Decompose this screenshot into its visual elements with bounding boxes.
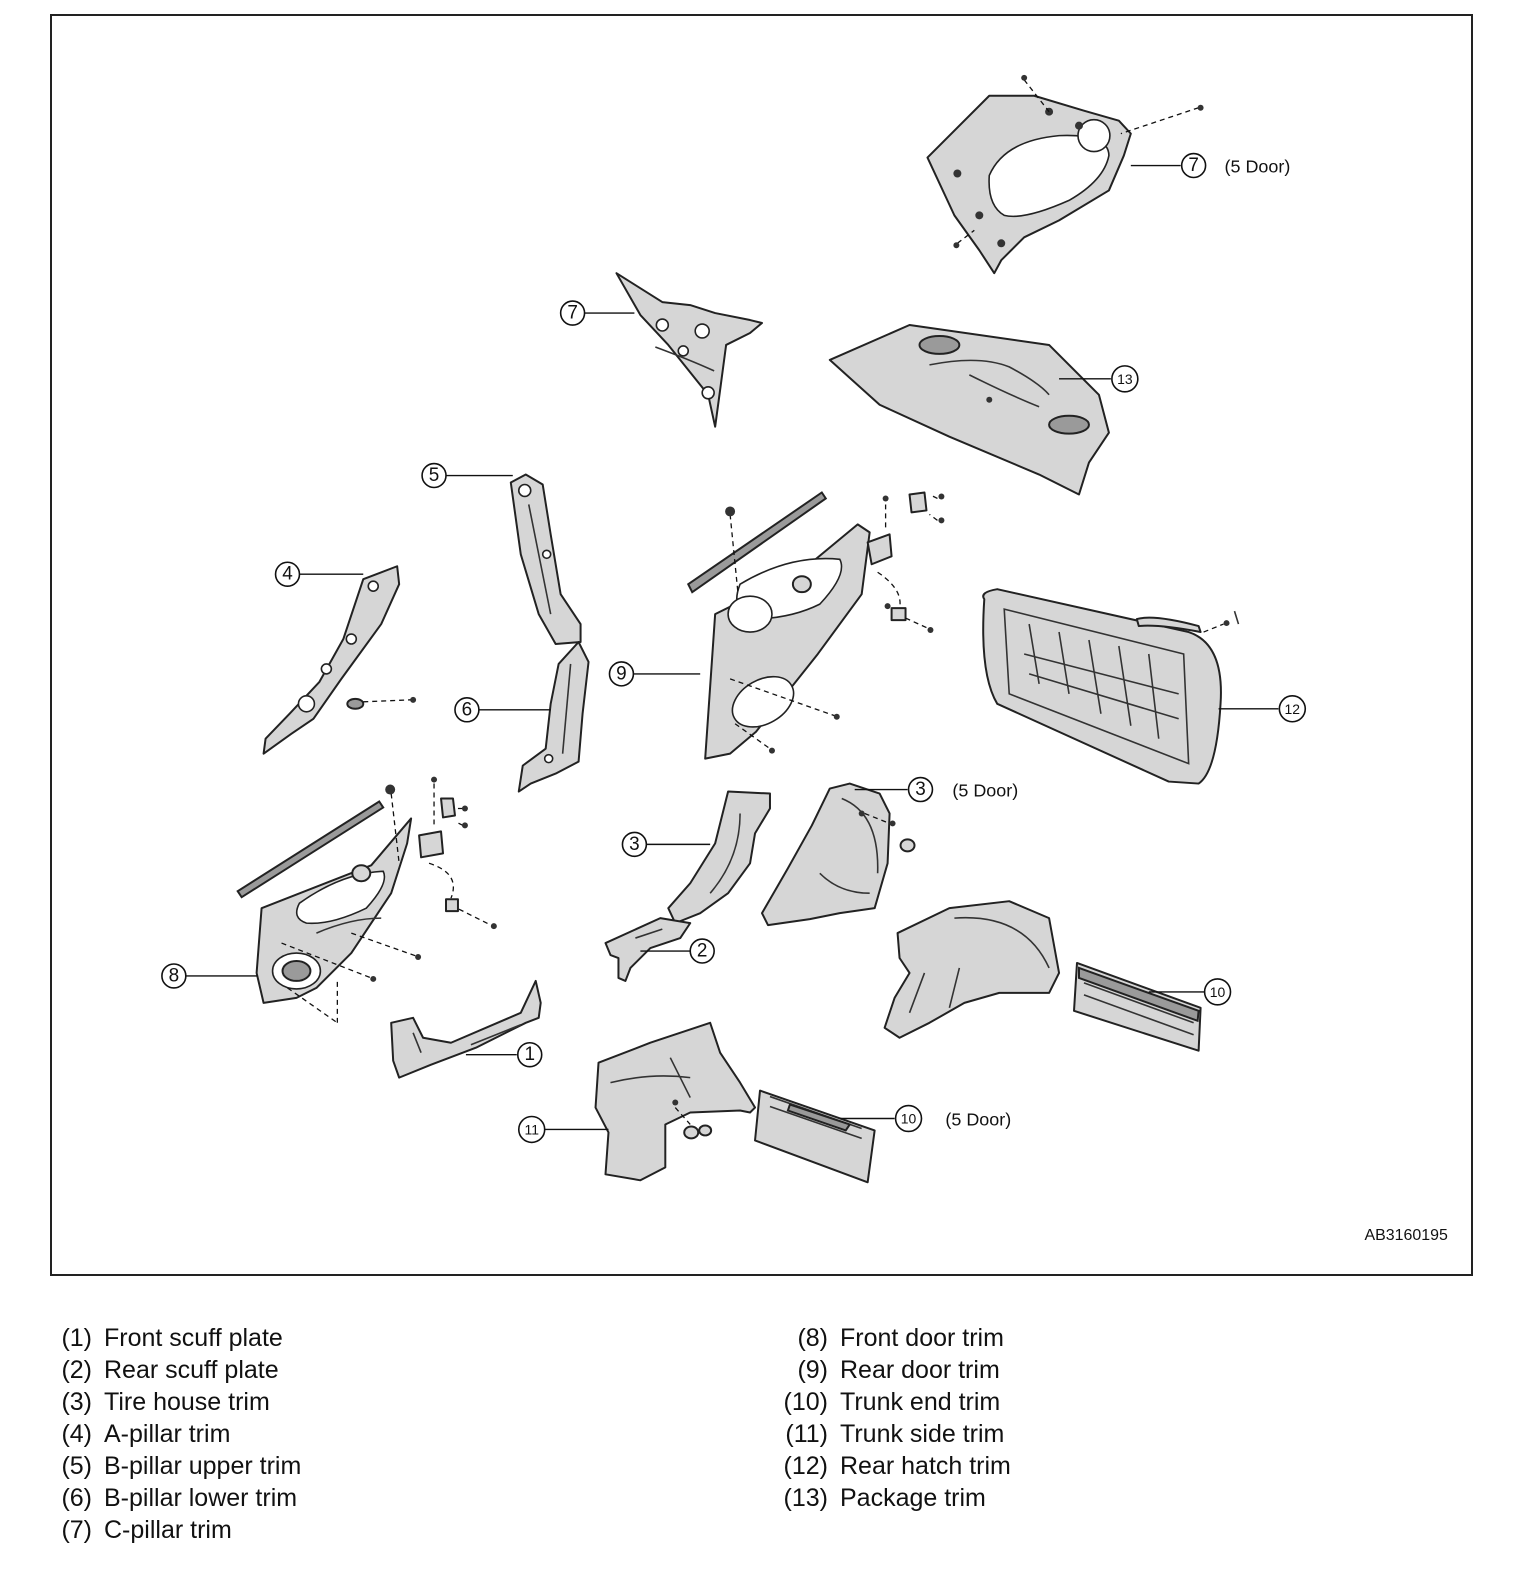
- legend-item: (1) Front scuff plate: [58, 1322, 301, 1354]
- legend-number: (8): [797, 1324, 828, 1352]
- legend-item: (4) A-pillar trim: [58, 1418, 301, 1450]
- legend-item: (6) B-pillar lower trim: [58, 1482, 301, 1514]
- trunk-side-trim: [594, 1021, 757, 1182]
- callout-10-5-door-note: (5 Door): [945, 1109, 1011, 1129]
- legend-item: (12) Rear hatch trim: [780, 1450, 1011, 1482]
- callout-8: 8: [161, 963, 258, 989]
- callout-10-5-door-number: 10: [901, 1110, 917, 1126]
- callout-10-5-door: 10 (5 Door): [839, 1104, 1011, 1133]
- callout-3-5-door-note: (5 Door): [952, 781, 1018, 801]
- callout-10-number: 10: [1210, 984, 1226, 1000]
- callout-11: 11: [517, 1115, 609, 1144]
- legend-label: Rear scuff plate: [104, 1356, 279, 1384]
- legend-number: (5): [61, 1452, 92, 1480]
- callout-5: 5: [421, 462, 513, 489]
- legend-label: C-pillar trim: [104, 1516, 232, 1544]
- exploded-trim-diagram: 7 (5 Door) 7 13 5 4 9 6 12 3 (5: [161, 74, 1448, 1244]
- legend-label: Trunk end trim: [840, 1388, 1001, 1416]
- legend-item: (2) Rear scuff plate: [58, 1354, 301, 1386]
- callout-11-number: 11: [524, 1121, 539, 1137]
- legend-number: (7): [61, 1516, 92, 1544]
- legend-label: Package trim: [840, 1484, 986, 1512]
- legend-number: (2): [61, 1356, 92, 1384]
- legend-number: (10): [783, 1388, 828, 1416]
- legend-label: Trunk side trim: [840, 1420, 1005, 1448]
- tire-house-trim-5-door: [761, 782, 916, 927]
- tire-house-trim: [667, 790, 771, 925]
- callout-3-number: 3: [629, 834, 640, 855]
- callout-2-number: 2: [697, 941, 708, 962]
- legend-item: (11) Trunk side trim: [780, 1418, 1011, 1450]
- rear-scuff-plate: [604, 917, 692, 982]
- legend-label: B-pillar lower trim: [104, 1484, 298, 1512]
- callout-8-number: 8: [169, 965, 180, 986]
- callout-7-5-door: 7 (5 Door): [1130, 152, 1291, 179]
- front-scuff-plate: [390, 979, 542, 1079]
- callout-13-number: 13: [1117, 371, 1133, 387]
- callout-10: 10: [1148, 978, 1232, 1006]
- legend-number: (3): [61, 1388, 92, 1416]
- legend-label: Rear hatch trim: [840, 1452, 1011, 1480]
- callout-4-number: 4: [282, 564, 293, 585]
- c-pillar-trim-5-door: [926, 74, 1204, 275]
- callout-4: 4: [274, 561, 364, 587]
- legend-number: (4): [61, 1420, 92, 1448]
- trunk-end-trim: [1073, 961, 1202, 1052]
- legend-number: (13): [783, 1484, 828, 1512]
- legend-number: (6): [61, 1484, 92, 1512]
- callout-9-number: 9: [616, 663, 627, 684]
- legend-item: (7) C-pillar trim: [58, 1514, 301, 1546]
- c-pillar-trim: [615, 272, 763, 428]
- callout-9: 9: [608, 661, 701, 687]
- callout-7: 7: [559, 300, 635, 326]
- legend-label: Rear door trim: [840, 1356, 1000, 1384]
- legend-label: B-pillar upper trim: [104, 1452, 302, 1480]
- callout-7-5-door-note: (5 Door): [1225, 157, 1291, 177]
- callout-12: 12: [1218, 695, 1307, 723]
- callout-6: 6: [454, 697, 551, 723]
- callout-3-5-door: 3 (5 Door): [854, 776, 1018, 803]
- legend-item: (3) Tire house trim: [58, 1386, 301, 1418]
- callout-1: 1: [465, 1041, 543, 1068]
- b-pillar-upper-trim: [509, 473, 582, 645]
- callout-5-number: 5: [429, 465, 440, 486]
- callout-12-number: 12: [1285, 701, 1301, 717]
- legend-label: A-pillar trim: [104, 1420, 231, 1448]
- drawing-code: AB3160195: [1365, 1227, 1448, 1244]
- callout-13: 13: [1059, 365, 1139, 393]
- callout-6-number: 6: [462, 699, 473, 720]
- callout-3: 3: [621, 831, 711, 858]
- a-pillar-trim: [262, 565, 417, 755]
- callout-7-number: 7: [567, 303, 578, 324]
- callout-3-5-door-number: 3: [915, 779, 926, 800]
- legend-number: (11): [785, 1420, 828, 1448]
- front-door-trim: [236, 776, 497, 1024]
- legend-label: Front door trim: [840, 1324, 1004, 1352]
- legend-number: (12): [783, 1452, 828, 1480]
- legend-number: (9): [797, 1356, 828, 1384]
- legend-item: (10) Trunk end trim: [780, 1386, 1011, 1418]
- rear-hatch-trim: [982, 588, 1240, 785]
- legend-label: Front scuff plate: [104, 1324, 283, 1352]
- callout-7-5-door-number: 7: [1188, 155, 1199, 176]
- legend-right-column: (8) Front door trim (9) Rear door trim (10…: [780, 1322, 1011, 1514]
- legend-item: (13) Package trim: [780, 1482, 1011, 1514]
- b-pillar-lower-trim: [517, 641, 590, 793]
- rear-door-trim: [686, 491, 945, 760]
- legend-item: (9) Rear door trim: [780, 1354, 1011, 1386]
- legend-left-column: (1) Front scuff plate (2) Rear scuff plate…: [58, 1322, 301, 1546]
- trunk-side-trim-5-door: [883, 900, 1061, 1039]
- legend-item: (8) Front door trim: [780, 1322, 1011, 1354]
- legend-item: (5) B-pillar upper trim: [58, 1450, 301, 1482]
- trunk-end-trim-5-door: [754, 1089, 876, 1184]
- diagram-frame: 7 (5 Door) 7 13 5 4 9 6 12 3 (5: [50, 14, 1473, 1276]
- callout-2: 2: [640, 938, 715, 964]
- callout-1-number: 1: [524, 1044, 535, 1065]
- legend-label: Tire house trim: [104, 1388, 270, 1416]
- package-trim: [828, 324, 1110, 496]
- legend-number: (1): [61, 1324, 92, 1352]
